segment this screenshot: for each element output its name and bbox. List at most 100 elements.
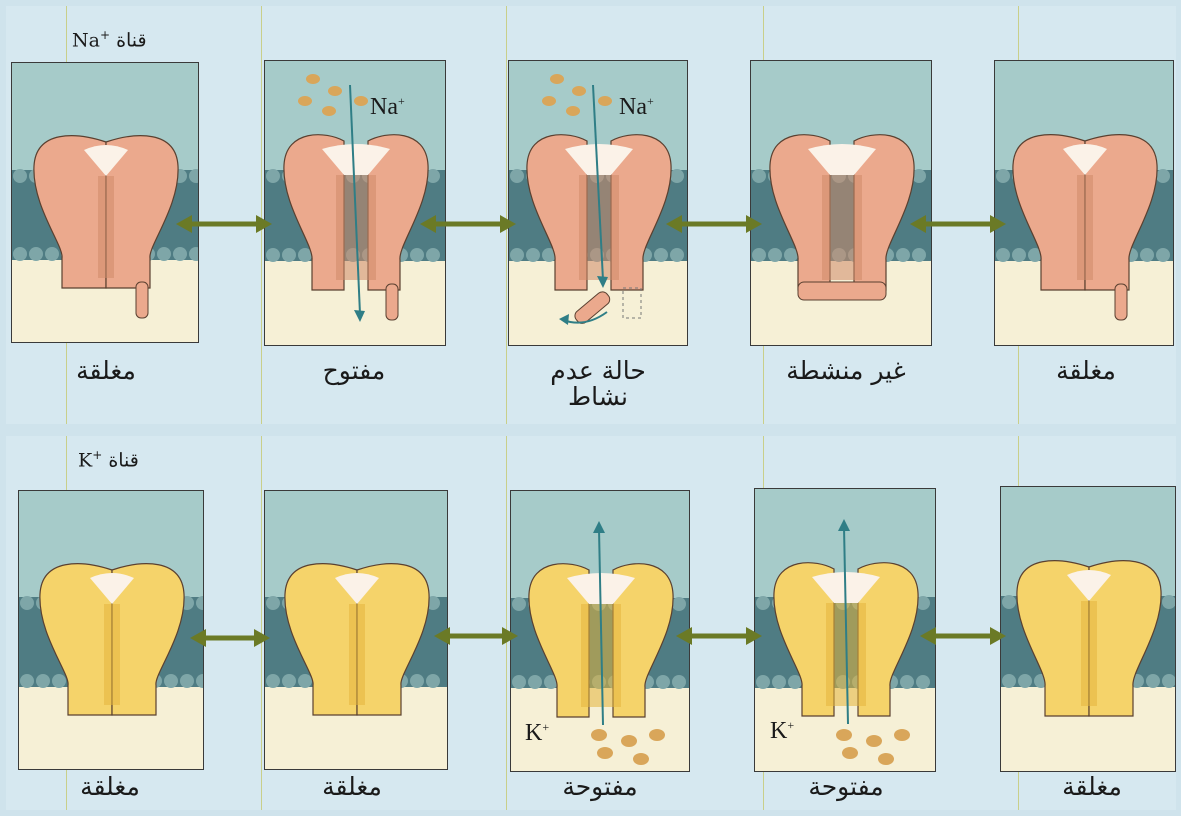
na-closed-channel-drawing [12, 63, 199, 343]
channel-pore [349, 604, 365, 705]
lipid-head [670, 169, 684, 183]
k-state-label: مغلقة [1032, 774, 1152, 800]
k-ion [878, 753, 894, 765]
arrow-head-left [910, 215, 926, 233]
k-state-label: مغلقة [292, 774, 412, 800]
lipid-head [173, 247, 187, 261]
k-channel-title: K+ قناة [78, 448, 139, 471]
lipid-head [756, 675, 770, 689]
na-state-label: مغلقة [46, 358, 166, 384]
k-closed-channel-drawing [1001, 487, 1176, 772]
na-ion-label: Na+ [619, 94, 654, 121]
k-channel-panel: K+ قناة K+ K+ مغلقة مغلقة مفتوحة مفتوحة … [6, 436, 1176, 810]
na-ion [322, 106, 336, 116]
k-state-cell-5 [1000, 486, 1176, 772]
lipid-head [654, 248, 668, 262]
lipid-head [29, 247, 43, 261]
k-closed-channel-drawing [19, 491, 204, 770]
k-ion [836, 729, 852, 741]
ion-symbol: K [525, 720, 542, 746]
na-state-cell-1 [11, 62, 199, 343]
na-ion-label: Na+ [370, 94, 405, 121]
channel-pore [822, 175, 862, 280]
inactivation-gate [386, 284, 398, 320]
lipid-head [13, 169, 27, 183]
lipid-head [180, 674, 194, 688]
k-ion [597, 747, 613, 759]
na-ion [306, 74, 320, 84]
double-arrow-icon [920, 624, 1006, 648]
lipid-head [996, 248, 1010, 262]
lipid-head [510, 169, 524, 183]
lipid-head [900, 675, 914, 689]
k-ion [591, 729, 607, 741]
channel-ion-symbol: K [78, 449, 92, 471]
arrow-head-right [746, 627, 762, 645]
ion-charge: + [398, 94, 405, 108]
ion-symbol: Na [370, 94, 398, 120]
lipid-head [512, 597, 526, 611]
na-ion [566, 106, 580, 116]
lipid-head [1140, 248, 1154, 262]
na-ion [598, 96, 612, 106]
lipid-head [916, 675, 930, 689]
lipid-head [1018, 674, 1032, 688]
lipid-head [912, 248, 926, 262]
inactivation-gate [798, 282, 886, 300]
lipid-head [266, 169, 280, 183]
na-state-cell-3 [508, 60, 688, 346]
arrow-head-right [500, 215, 516, 233]
na-state-cell-2 [264, 60, 446, 346]
arrow-head-left [920, 627, 936, 645]
channel-ion-charge: + [92, 448, 102, 462]
lipid-head [772, 675, 786, 689]
lipid-head [410, 674, 424, 688]
na-inactivating-channel-drawing [509, 61, 688, 346]
na-state-label: مفتوح [294, 358, 414, 384]
arrow-head-right [254, 629, 270, 647]
k-ion [621, 735, 637, 747]
na-state-cell-5 [994, 60, 1174, 346]
lipid-head [282, 674, 296, 688]
lipid-head [426, 248, 440, 262]
inactivation-gate [1115, 284, 1127, 320]
lipid-head [266, 248, 280, 262]
lipid-head [13, 247, 27, 261]
lipid-head [528, 675, 542, 689]
lipid-head [1002, 595, 1016, 609]
lipid-head [52, 674, 66, 688]
k-state-cell-2 [264, 490, 448, 770]
lipid-head [282, 248, 296, 262]
k-ion [866, 735, 882, 747]
na-state-label: مغلقة [1026, 358, 1146, 384]
lipid-head [1012, 248, 1026, 262]
channel-ion-charge: + [100, 28, 110, 42]
lipid-head [20, 674, 34, 688]
na-channel-title: Na+ قناة [72, 28, 147, 51]
channel-pore [104, 604, 120, 705]
na-state-label: حالة عدم نشاط [538, 358, 658, 411]
k-state-label: مغلقة [50, 774, 170, 800]
ion-symbol: Na [619, 94, 647, 120]
lipid-head [266, 674, 280, 688]
channel-pore [1077, 175, 1093, 280]
na-open-channel-drawing [265, 61, 446, 346]
lipid-head [20, 596, 34, 610]
lipid-head [672, 597, 686, 611]
ion-charge: + [647, 94, 654, 108]
k-state-label: مفتوحة [786, 774, 906, 800]
arrow-head-left [176, 215, 192, 233]
lipid-head [266, 596, 280, 610]
lipid-head [157, 247, 171, 261]
arrow-head-left [676, 627, 692, 645]
lipid-head [410, 248, 424, 262]
channel-title-word: قناة [116, 29, 147, 51]
lipid-head [164, 674, 178, 688]
arrow-head-left [190, 629, 206, 647]
na-ion [550, 74, 564, 84]
na-inactive-channel-drawing [751, 61, 932, 346]
k-state-label: مفتوحة [540, 774, 660, 800]
lipid-head [656, 675, 670, 689]
lipid-head [526, 248, 540, 262]
arrow-head-left [666, 215, 682, 233]
